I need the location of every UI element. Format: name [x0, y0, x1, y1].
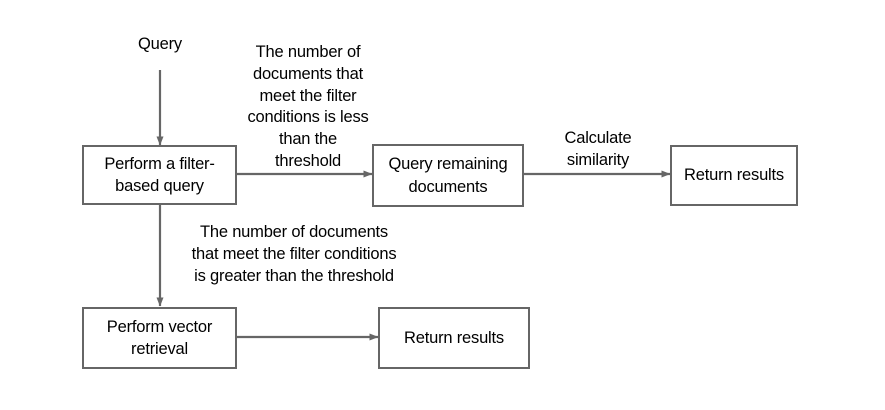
node-perform-filter-based-query-label: Perform a filter- based query [104, 154, 215, 195]
node-perform-filter-based-query[interactable]: Perform a filter- based query [82, 145, 237, 205]
node-query-remaining-documents-label: Query remaining documents [388, 155, 508, 196]
node-perform-vector-retrieval[interactable]: Perform vector retrieval [82, 307, 237, 369]
node-return-results-bottom[interactable]: Return results [378, 307, 530, 369]
node-perform-vector-retrieval-label: Perform vector retrieval [106, 317, 213, 358]
edge-label-less-than-threshold: The number of documents that meet the fi… [247, 43, 369, 170]
node-return-results-top-label: Return results [684, 166, 784, 185]
query-start-label-text: Query [138, 35, 182, 53]
edge-label-calculate-similarity: Calculate similarity [564, 129, 632, 169]
node-query-remaining-documents[interactable]: Query remaining documents [372, 144, 524, 207]
node-return-results-bottom-label: Return results [404, 328, 504, 347]
query-start-label: Query [110, 34, 210, 56]
edge-label-greater-than-threshold: The number of documents that meet the fi… [191, 223, 397, 285]
node-return-results-top[interactable]: Return results [670, 145, 798, 206]
